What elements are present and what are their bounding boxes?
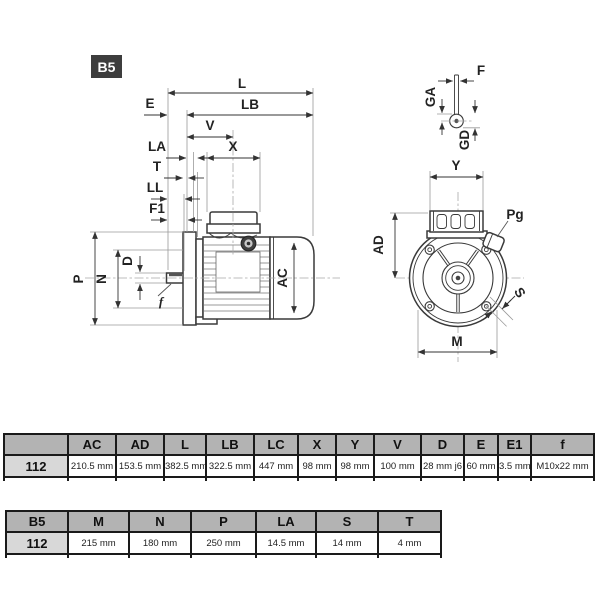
dim-label-V: V [205,118,214,133]
dim-label-LA: LA [148,139,166,154]
header-cell: X [297,433,337,456]
value-cell: 60 mm [463,454,499,478]
size-label-cell: 112 [3,454,69,478]
table-stub-row [5,554,442,558]
header-cell: LC [253,433,299,456]
shaft-key-detail: F GA GD [423,63,485,150]
table-row: 112 210.5 mm 153.5 mm 382.5 mm 322.5 mm … [3,454,595,478]
dimension-table-flange: B5 M N P LA S T 112 215 mm 180 mm 250 mm… [5,510,442,558]
value-cell: 98 mm [335,454,375,478]
mounting-type-badge: B5 [91,55,122,78]
table-stub-row [3,477,595,481]
terminal-box-slots [436,214,475,229]
header-cell: LA [255,510,317,533]
header-cell: LB [205,433,255,456]
dim-label-GD: GD [457,130,472,151]
table-header-row: AC AD L LB LC X Y V D E E1 f [3,433,595,456]
header-cell: f [530,433,595,456]
value-cell: 153.5 mm [115,454,165,478]
dim-label-Y: Y [451,158,460,173]
value-cell: 322.5 mm [205,454,255,478]
dim-label-D: D [120,256,135,266]
dim-label-E: E [145,96,154,111]
nameplate [215,251,261,293]
header-cell: Y [335,433,375,456]
terminal-box-lid [206,223,261,234]
dim-label-F1: F1 [149,201,165,216]
s-extension-lines [483,296,514,327]
value-cell: 180 mm [128,531,192,555]
dimension-table-main: AC AD L LB LC X Y V D E E1 f 112 210.5 m… [3,433,595,481]
value-cell: 98 mm [297,454,337,478]
dim-label-N: N [94,274,109,284]
flange-step [195,238,204,319]
dim-label-S: S [511,285,528,301]
header-cell: V [373,433,422,456]
shaft-key [169,273,182,277]
hub-ring [445,265,471,291]
side-view: L E LB V LA X T LL F1 P N D f AC [71,76,340,326]
cable-gland [482,231,505,253]
header-cell: E1 [497,433,532,456]
dim-label-f: f [159,294,165,309]
dim-label-LL: LL [147,180,164,195]
terminal-box-front [429,210,484,233]
terminal-box-walls [433,211,480,231]
terminal-box-side [209,211,258,226]
dim-label-X: X [228,139,237,154]
value-cell: 210.5 mm [67,454,117,478]
technical-drawing: L E LB V LA X T LL F1 P N D f AC [71,63,529,362]
key-profile [454,74,459,114]
header-cell: L [163,433,207,456]
dim-label-L: L [238,76,246,91]
dim-label-T: T [153,159,162,174]
shaft-center-hole [455,275,461,281]
header-cell: AD [115,433,165,456]
value-cell: 4 mm [377,531,442,555]
dim-label-GA: GA [423,87,438,108]
value-cell: 250 mm [190,531,257,555]
header-cell: P [190,510,257,533]
header-cell: AC [67,433,117,456]
dim-label-AC: AC [275,268,290,288]
header-cell: E [463,433,499,456]
header-cell: N [128,510,192,533]
header-cell [3,433,69,456]
flange-plate [182,231,197,326]
header-cell: T [377,510,442,533]
value-cell: 447 mm [253,454,299,478]
extension-lines [90,88,314,326]
dim-label-Pg: Pg [506,207,523,222]
dim-label-LB: LB [241,97,259,112]
header-cell: S [315,510,379,533]
value-cell: 14 mm [315,531,379,555]
dim-label-AD: AD [371,235,386,255]
value-cell: M10x22 mm [530,454,595,478]
value-cell: 100 mm [373,454,422,478]
header-cell: M [67,510,130,533]
eyebolt-center [246,241,251,246]
value-cell: 28 mm j6 [420,454,465,478]
dim-label-P: P [71,274,86,283]
header-cell: B5 [5,510,69,533]
f-leader [157,283,172,297]
key-extension-lines [437,113,480,129]
value-cell: 14.5 mm [255,531,317,555]
dim-label-F: F [477,63,485,78]
value-cell: 3.5 mm [497,454,532,478]
table-header-row: B5 M N P LA S T [5,510,442,533]
table-row: 112 215 mm 180 mm 250 mm 14.5 mm 14 mm 4… [5,531,442,555]
front-view: Pg Y AD S M [371,158,529,362]
pg-leader [496,220,509,238]
header-cell: D [420,433,465,456]
shaft-section-center [454,118,459,124]
size-label-cell: 112 [5,531,69,555]
value-cell: 215 mm [67,531,130,555]
dim-label-M: M [451,334,462,349]
value-cell: 382.5 mm [163,454,207,478]
